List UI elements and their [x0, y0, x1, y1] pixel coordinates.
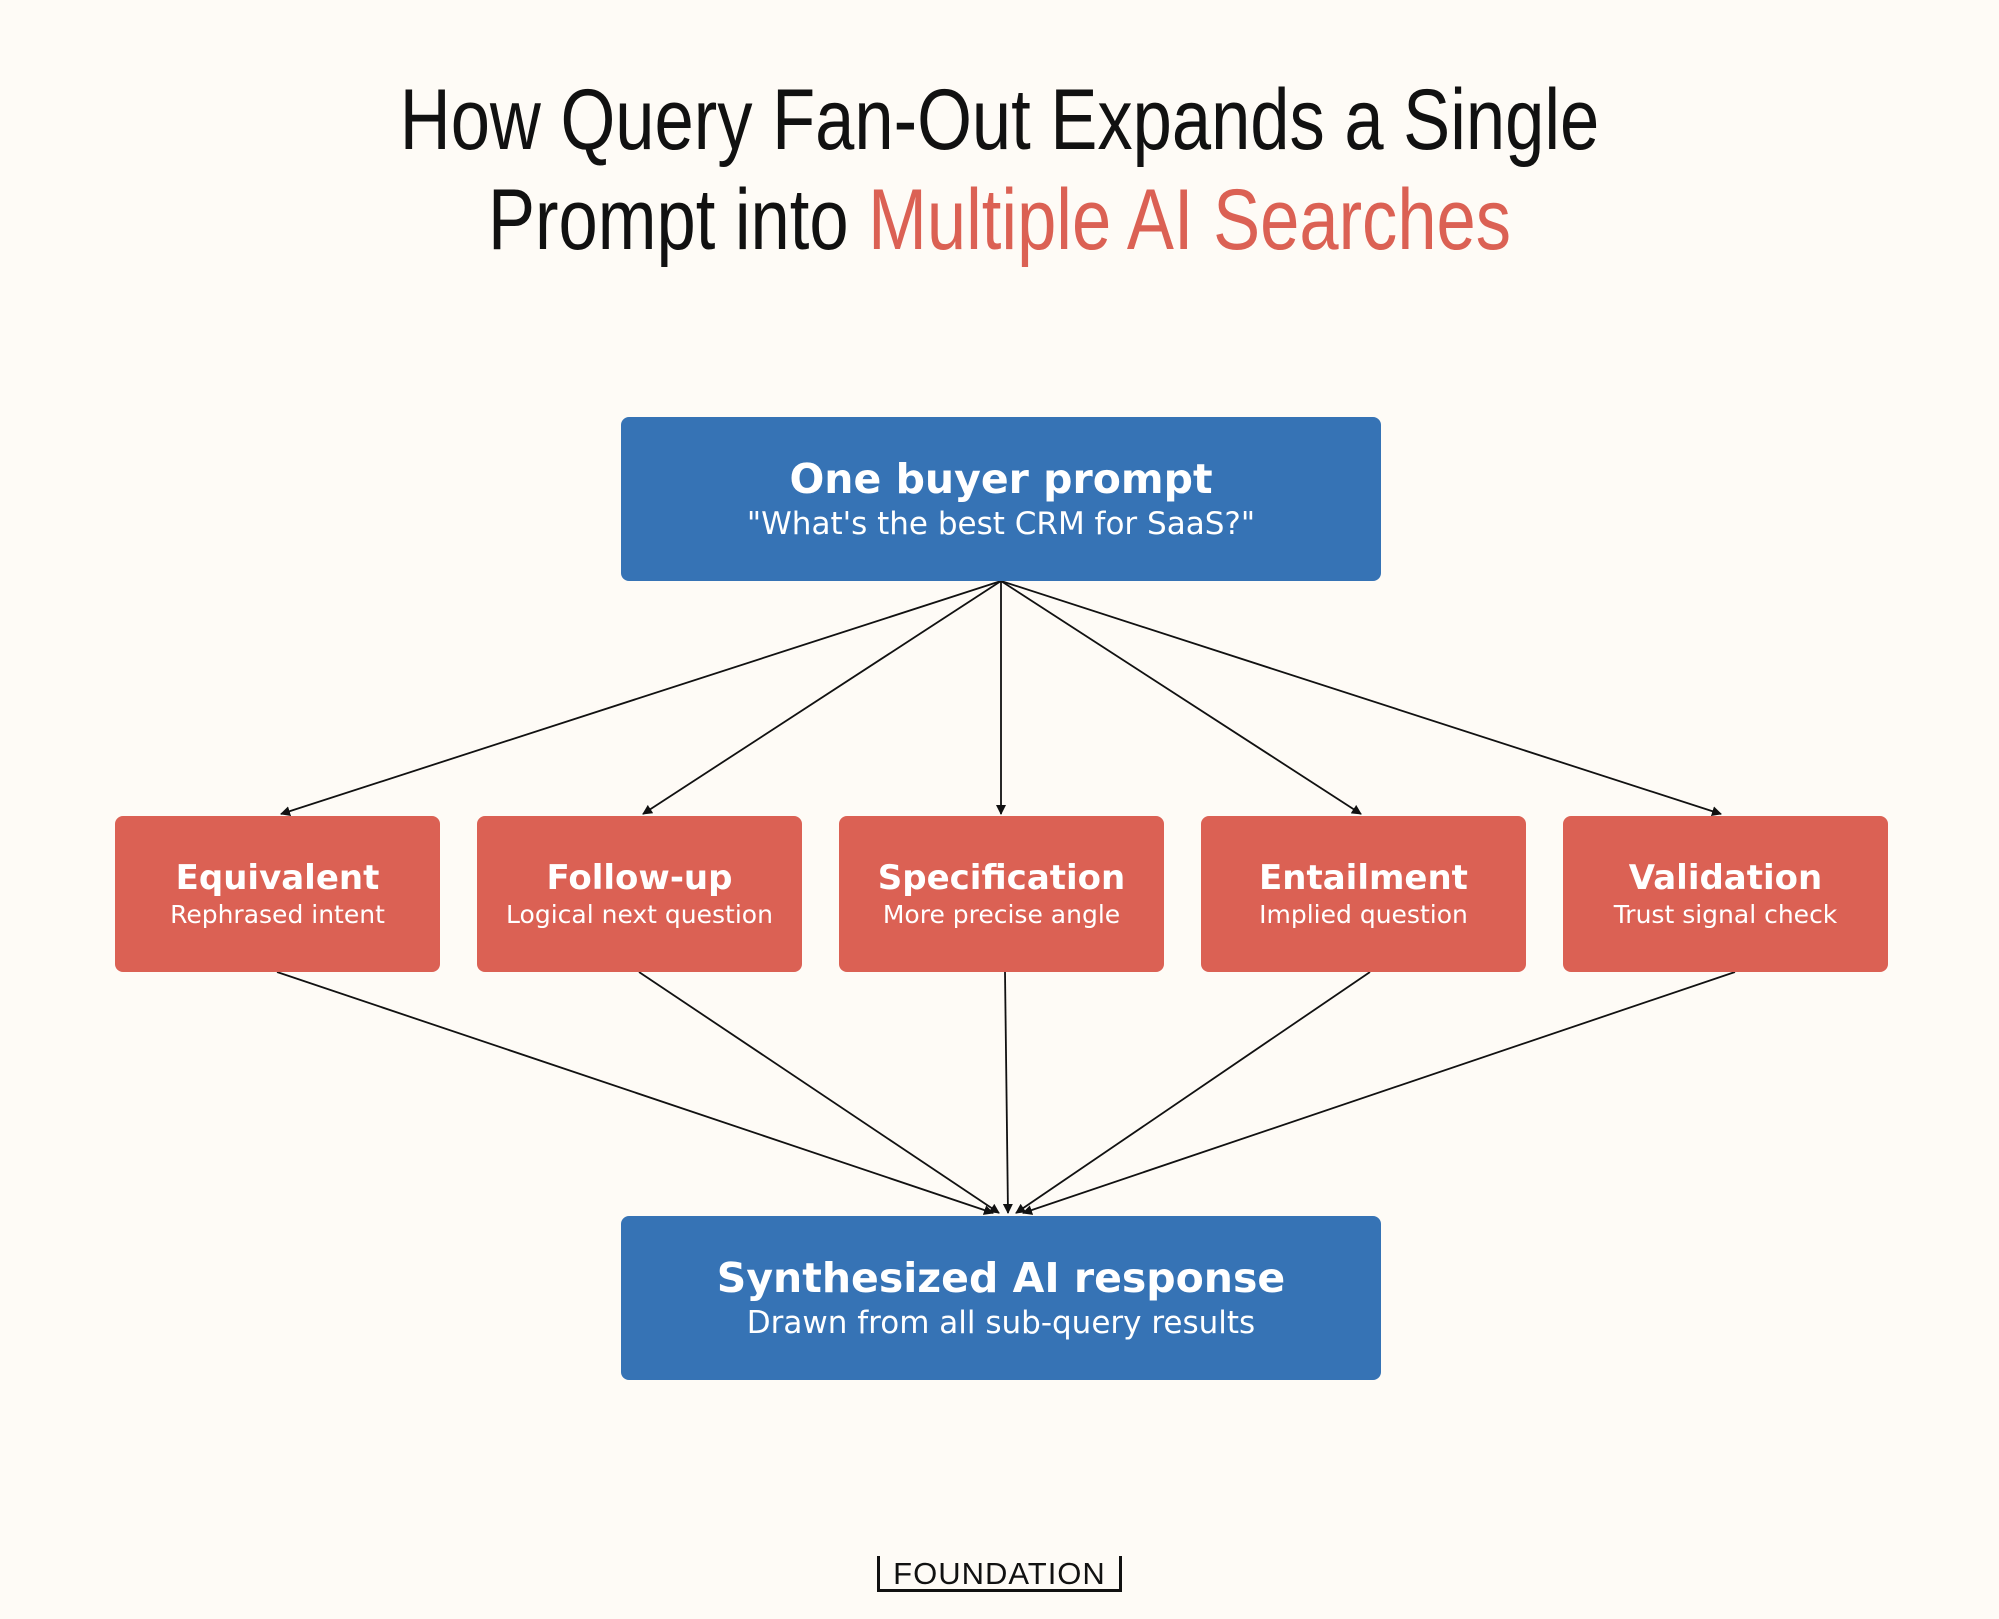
arrow-to-validation — [1000, 580, 1722, 816]
node-heading: One buyer prompt — [789, 455, 1213, 503]
node-subtext: Trust signal check — [1613, 900, 1838, 929]
arrow-to-entailment — [1000, 580, 1362, 815]
arrow-from-entailment — [1015, 971, 1371, 1214]
arrow-to-follow-up — [642, 580, 1002, 815]
node-subtext: Drawn from all sub-query results — [746, 1305, 1256, 1341]
sub-query-follow-up: Follow-up Logical next question — [477, 816, 802, 972]
foundation-logo: FOUNDATION — [877, 1556, 1122, 1592]
title-accent: Multiple AI Searches — [868, 172, 1512, 268]
node-heading: Entailment — [1259, 858, 1468, 898]
node-heading: Synthesized AI response — [716, 1254, 1286, 1302]
arrow-from-validation — [1022, 971, 1736, 1215]
node-heading: Validation — [1628, 858, 1823, 898]
page-title: How Query Fan-Out Expands a Single Promp… — [180, 70, 1819, 270]
title-plain: Prompt into — [487, 172, 869, 268]
node-subtext: "What's the best CRM for SaaS?" — [746, 506, 1256, 542]
node-heading: Specification — [877, 858, 1126, 898]
arrow-from-specification — [1002, 971, 1013, 1214]
bottom-node-synthesized-response: Synthesized AI response Drawn from all s… — [621, 1216, 1381, 1380]
arrow-from-follow-up — [638, 971, 1000, 1214]
node-subtext: Logical next question — [506, 900, 773, 929]
sub-query-equivalent: Equivalent Rephrased intent — [115, 816, 440, 972]
node-subtext: Rephrased intent — [170, 900, 385, 929]
sub-query-validation: Validation Trust signal check — [1563, 816, 1888, 972]
node-heading: Equivalent — [175, 858, 380, 898]
sub-query-entailment: Entailment Implied question — [1201, 816, 1526, 972]
node-subtext: More precise angle — [882, 900, 1121, 929]
arrow-from-equivalent — [276, 971, 994, 1215]
node-heading: Follow-up — [546, 858, 733, 898]
top-node-one-buyer-prompt: One buyer prompt "What's the best CRM fo… — [621, 417, 1381, 581]
title-line-1: How Query Fan-Out Expands a Single — [399, 72, 1600, 168]
arrow-to-equivalent — [280, 580, 1002, 816]
node-subtext: Implied question — [1259, 900, 1468, 929]
sub-query-specification: Specification More precise angle — [839, 816, 1164, 972]
title-line-2: Prompt into Multiple AI Searches — [180, 170, 1819, 270]
